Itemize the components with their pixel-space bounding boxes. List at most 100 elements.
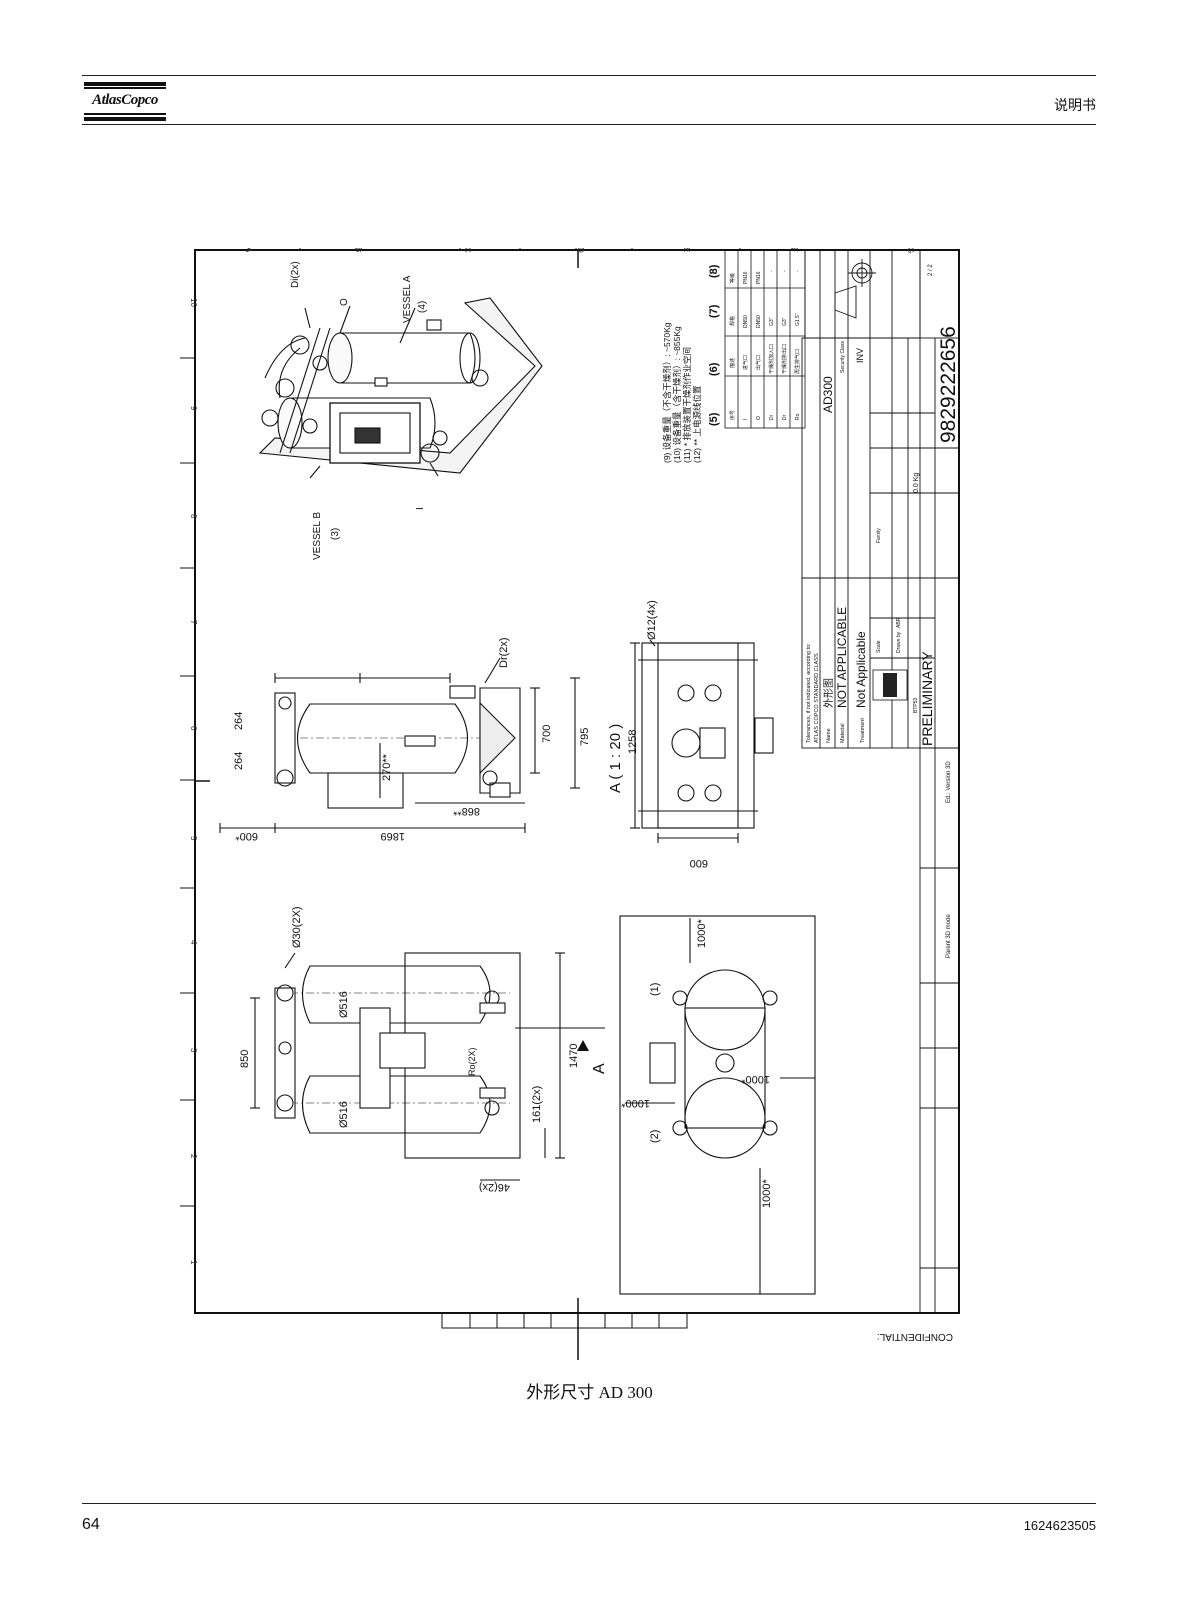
title-material-label: Material — [840, 723, 846, 743]
dim-264-b: 264 — [233, 752, 245, 770]
title-scale: Scale — [876, 640, 882, 653]
title-weight: 0.0 Kg — [913, 473, 920, 493]
title-model: AD300 — [821, 376, 835, 413]
table-col-7: (7) — [708, 304, 720, 318]
title-tolerance-2: ATLAS COPCO STANDARD CLASS — [814, 653, 820, 743]
table-r0-c2: 规格 — [729, 316, 736, 326]
table-r3-c3: - — [769, 270, 775, 272]
table-r4-c2: G3" — [782, 317, 788, 326]
table-r2-c3: PN16 — [756, 271, 762, 284]
dim-270: 270** — [381, 753, 393, 781]
label-dia30: Ø30(2X) — [291, 906, 303, 948]
dim-700: 700 — [541, 725, 553, 743]
frame-number-10: 10 — [189, 298, 198, 307]
label-di: Di(2x) — [290, 261, 301, 288]
title-stamp: BTP53 — [913, 697, 919, 713]
dim-264-a: 264 — [233, 712, 245, 730]
table-r2-c1: 出气口 — [755, 355, 762, 370]
view-a — [630, 639, 774, 843]
table-r4-c0: Dr — [782, 414, 788, 420]
label-ro: Ro(2X) — [467, 1047, 477, 1076]
document-number: 1624623505 — [1023, 1518, 1096, 1533]
table-col-5: (5) — [708, 412, 720, 426]
title-sheet: 2 / 2 — [928, 264, 934, 276]
clearance-1000-top: 1000* — [696, 919, 708, 948]
label-vessel-a-num: (4) — [417, 301, 428, 313]
footer-rule — [82, 1503, 1096, 1504]
table-r5-c3: - — [795, 270, 801, 272]
frame-letter-g: G — [906, 248, 915, 253]
title-material-value: NOT APPLICABLE — [835, 607, 849, 708]
isometric-view — [258, 297, 543, 479]
label-o: O — [339, 298, 350, 306]
dim-46: 46(2x) — [479, 1181, 510, 1193]
title-drawn-by: Drawn by : ABR — [896, 617, 902, 653]
frame-letter-b: B — [354, 248, 363, 252]
table-r1-c2: DN50 — [743, 315, 749, 328]
table-r3-c2: G3" — [769, 317, 775, 326]
title-treatment-label: Treatment — [860, 718, 866, 743]
frame-number-4: 4 — [189, 940, 198, 945]
front-view — [250, 952, 605, 1181]
engineering-drawing: A B C D E F G 10 9 8 7 6 5 4 3 2 1 — [180, 248, 960, 1360]
dim-600-view-a: 600 — [690, 857, 708, 869]
connection-table — [724, 249, 806, 429]
table-r5-c0: Ro — [795, 413, 801, 420]
frame-number-3: 3 — [189, 1048, 198, 1053]
title-parent: Parent 3D mode — [946, 914, 952, 958]
table-r0-c3: 等级 — [729, 273, 736, 283]
clearance-1000-right: 1000* — [741, 1073, 770, 1085]
label-dr: Dr(2x) — [498, 637, 510, 668]
title-preliminary: PRELIMINARY — [919, 651, 935, 746]
document-type: 说明书 — [1054, 97, 1096, 113]
table-r3-c1: 干燥剂加入口 — [768, 344, 775, 374]
table-r0-c1: 描述 — [729, 358, 736, 368]
frame-number-7: 7 — [189, 620, 198, 625]
title-security: Security Class — [840, 341, 846, 373]
frame-number-2: 2 — [189, 1154, 198, 1159]
table-r1-c1: 进气口 — [742, 355, 749, 370]
table-col-6: (6) — [708, 362, 720, 376]
table-r4-c1: 干燥剂排出口 — [781, 344, 788, 374]
dim-868: 868** — [452, 805, 480, 817]
note-12: (12) ** 上电源线位置 — [692, 385, 702, 463]
clearance-1000-left: 1000* — [621, 1097, 650, 1109]
title-treatment-value: Not Applicable — [854, 631, 868, 708]
dim-850: 850 — [239, 1050, 251, 1068]
figure-caption: 外形尺寸 AD 300 — [526, 1383, 653, 1402]
view-a-title: A ( 1 : 20 ) — [607, 724, 624, 793]
table-r5-c2: G1.5" — [795, 313, 801, 326]
frame-letter-a: A — [244, 248, 253, 253]
label-dia12: Ø12(4x) — [646, 600, 658, 640]
title-tolerance-1: Tolerances, if not indicated, according … — [806, 643, 812, 743]
header-rule-bottom — [82, 124, 1096, 125]
atlas-copco-logo: AtlasCopco — [84, 82, 166, 122]
table-r1-c0: I — [743, 419, 749, 420]
dim-600-side: 600* — [235, 830, 258, 842]
table-r2-c2: DN50 — [756, 315, 762, 328]
header-rule-top — [82, 75, 1096, 76]
frame-number-9: 9 — [189, 406, 198, 411]
top-view-num-2: (2) — [649, 1130, 661, 1143]
frame-number-5: 5 — [189, 836, 198, 841]
table-col-8: (8) — [708, 264, 720, 278]
frame-number-8: 8 — [189, 514, 198, 519]
table-r2-c0: O — [756, 416, 762, 420]
frame-letter-c: C — [463, 248, 472, 253]
table-r0-c0: 序号 — [729, 410, 736, 420]
frame-letter-d: D — [576, 248, 585, 253]
frame-number-6: 6 — [189, 726, 198, 731]
dim-516-b: Ø516 — [338, 1101, 350, 1128]
title-ed-version: Ed.: Version 3D — [946, 761, 952, 803]
title-block — [801, 250, 960, 1314]
dim-516-a: Ø516 — [338, 991, 350, 1018]
table-r5-c1: 再生排气口 — [794, 349, 801, 374]
dim-161: 161(2x) — [531, 1086, 543, 1123]
dim-1869: 1869 — [381, 830, 405, 842]
clearance-1000-bottom: 1000* — [761, 1179, 773, 1208]
label-vessel-a: VESSEL A — [402, 275, 413, 323]
note-9: (9) 设备重量（不含干燥剂）: ~570Kg — [662, 322, 672, 463]
frame-letter-e: E — [682, 248, 691, 252]
dim-795: 795 — [579, 728, 591, 746]
title-name-label: Name — [826, 728, 832, 743]
